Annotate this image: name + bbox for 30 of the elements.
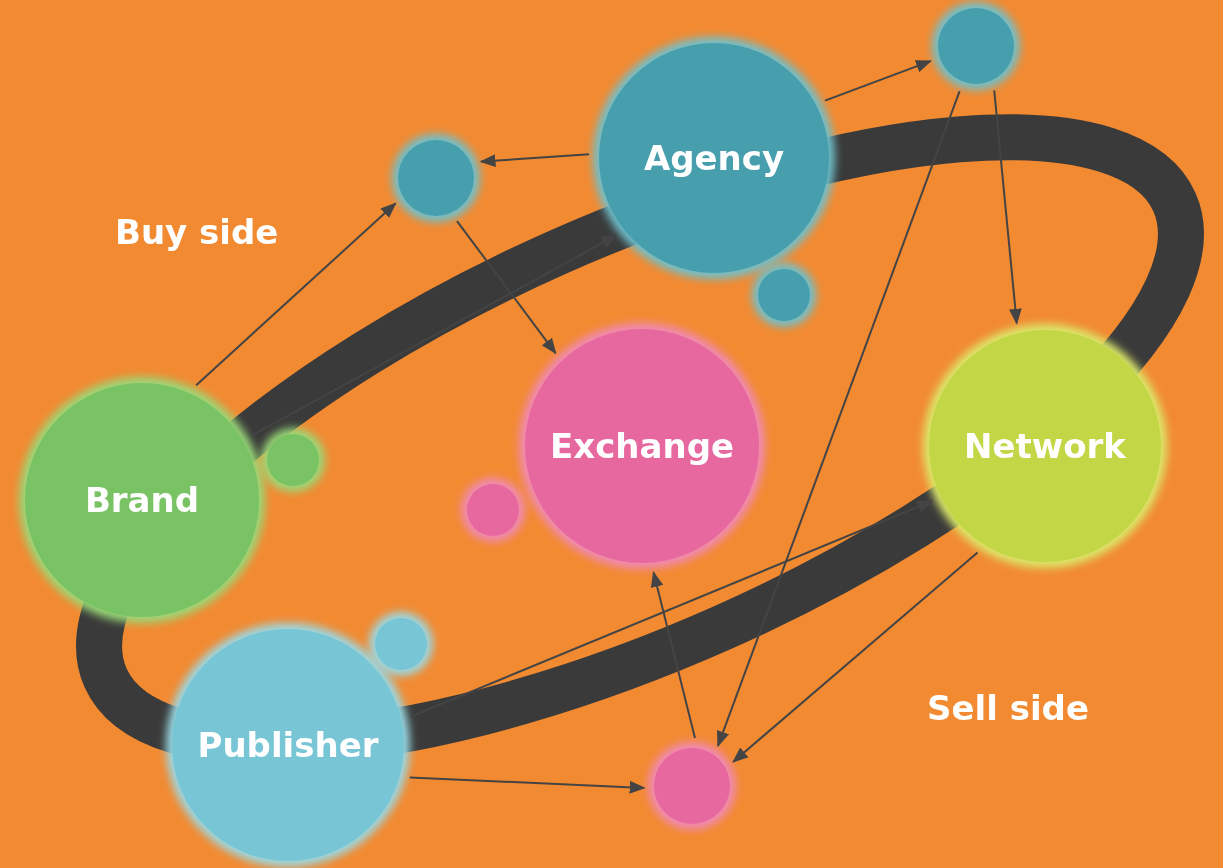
small-circle — [467, 484, 519, 536]
arrow — [650, 570, 696, 740]
small-circle — [267, 434, 319, 486]
circle-node — [172, 629, 404, 861]
node-label: Brand — [84, 480, 200, 520]
node-label: Publisher — [197, 725, 379, 765]
arrow — [195, 202, 397, 387]
small-circle — [938, 8, 1014, 84]
circle-node — [929, 330, 1161, 562]
arrow — [409, 500, 934, 718]
arrow — [993, 89, 1022, 325]
arrow — [479, 153, 591, 167]
node-label: Exchange — [549, 426, 735, 466]
arrow — [732, 551, 979, 763]
small-circle — [398, 140, 474, 216]
arrow — [824, 60, 932, 102]
circle-node — [25, 383, 259, 617]
side-label: Sell side — [927, 688, 1089, 728]
circle-node — [599, 43, 829, 273]
node-label: Agency — [643, 138, 785, 178]
circle-node — [525, 329, 759, 563]
arrow — [717, 90, 961, 748]
small-circle — [758, 269, 810, 321]
arrow — [408, 776, 646, 794]
arrow — [250, 234, 618, 437]
node-label: Network — [964, 426, 1126, 466]
side-label: Buy side — [115, 212, 279, 252]
arrow — [456, 220, 557, 355]
small-circle — [654, 748, 730, 824]
small-circle — [375, 618, 427, 670]
